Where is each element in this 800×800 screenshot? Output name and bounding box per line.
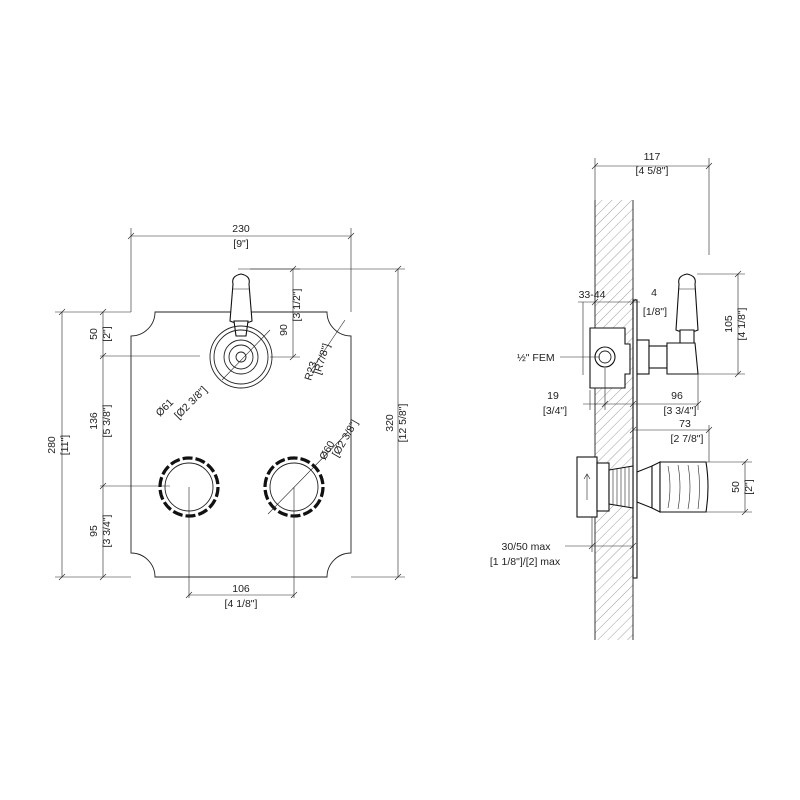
dim-handle-height (250, 265, 300, 361)
dim-knob-proj (629, 425, 713, 462)
dim-front-width (127, 228, 355, 312)
dim-overall-height (238, 265, 405, 581)
mid-spacing-in: [5 3/8"] (101, 404, 113, 437)
max-depth-in: [1 1/8"]/[2] max (490, 556, 561, 568)
knob-spacing-mm: 106 (232, 583, 250, 595)
plate-height-mm: 280 (46, 436, 58, 454)
bottom-offset-mm: 95 (88, 525, 100, 537)
knob-spacing-in: [4 1/8"] (225, 598, 258, 610)
dim-knob-spacing (185, 591, 298, 599)
dim-side-handle-height (697, 270, 745, 378)
front-width-in: [9"] (233, 238, 248, 250)
upper-valve-body (589, 327, 668, 389)
inlet-in: [3/4"] (543, 405, 567, 417)
lever-proj-in: [3 3/4"] (664, 405, 697, 417)
dim-inlet-lever (583, 368, 702, 410)
fem-label: ½" FEM (517, 352, 555, 364)
bottom-offset-in: [3 3/4"] (101, 514, 113, 547)
handle-height-in: [3 1/2"] (291, 288, 303, 321)
dim-side-depth (591, 158, 713, 255)
front-view: 230 [9"] 280 [11"] 50 [2"] 136 [5 3/8"] … (46, 223, 409, 610)
side-plate (632, 299, 638, 579)
top-dia-mm: Ø61 (154, 397, 177, 420)
top-offset-mm: 50 (88, 328, 100, 340)
side-depth-mm: 117 (644, 151, 661, 163)
front-plate-outline (130, 311, 352, 578)
plate-height-in: [11"] (59, 435, 71, 456)
side-view: 117 [4 5/8"] 33-44 4 [1/8"] (490, 151, 755, 640)
dim-side-knob-height (706, 458, 752, 516)
knob-proj-mm: 73 (679, 418, 691, 430)
corner-radius-leader (309, 319, 346, 373)
side-knob-height-mm: 50 (730, 481, 742, 493)
inlet-mm: 19 (547, 390, 559, 402)
top-offset-in: [2"] (101, 326, 113, 341)
side-lever (666, 273, 699, 375)
mid-spacing-mm: 136 (88, 412, 100, 430)
knob-dia-in: [Ø2 3/8"] (330, 418, 361, 460)
max-depth-mm: 30/50 max (501, 541, 551, 553)
lever-handle (229, 273, 253, 337)
right-knob (263, 431, 349, 598)
top-dia-in: [Ø2 3/8"] (172, 384, 210, 422)
top-escutcheon (209, 325, 273, 389)
wall-range-mm: 33-44 (579, 289, 606, 301)
side-handle-height-in: [4 1/8"] (736, 307, 748, 340)
dim-max-depth (565, 517, 637, 552)
dim-chain-left (99, 308, 200, 581)
left-knob (158, 456, 220, 598)
side-depth-in: [4 5/8"] (636, 165, 669, 177)
plate-thickness-in: [1/8"] (643, 306, 667, 318)
corner-radius-mm: R23 (302, 360, 319, 382)
corner-radius-in: [R7/8"] (312, 342, 333, 376)
handle-height-mm: 90 (278, 324, 290, 336)
side-knob-height-in: [2"] (743, 479, 755, 494)
overall-height-mm: 320 (384, 414, 396, 432)
overall-height-in: [12 5/8"] (397, 404, 409, 443)
front-width-mm: 230 (232, 223, 250, 235)
side-handle-height-mm: 105 (723, 315, 735, 333)
lever-proj-mm: 96 (671, 390, 683, 402)
plate-thickness-mm: 4 (651, 287, 657, 299)
knob-proj-in: [2 7/8"] (671, 433, 704, 445)
wall-hatch (595, 200, 633, 640)
lower-valve-body (576, 456, 634, 518)
dim-plate-height (55, 308, 131, 581)
dim-wall-range (578, 298, 640, 375)
side-knob (636, 461, 709, 513)
